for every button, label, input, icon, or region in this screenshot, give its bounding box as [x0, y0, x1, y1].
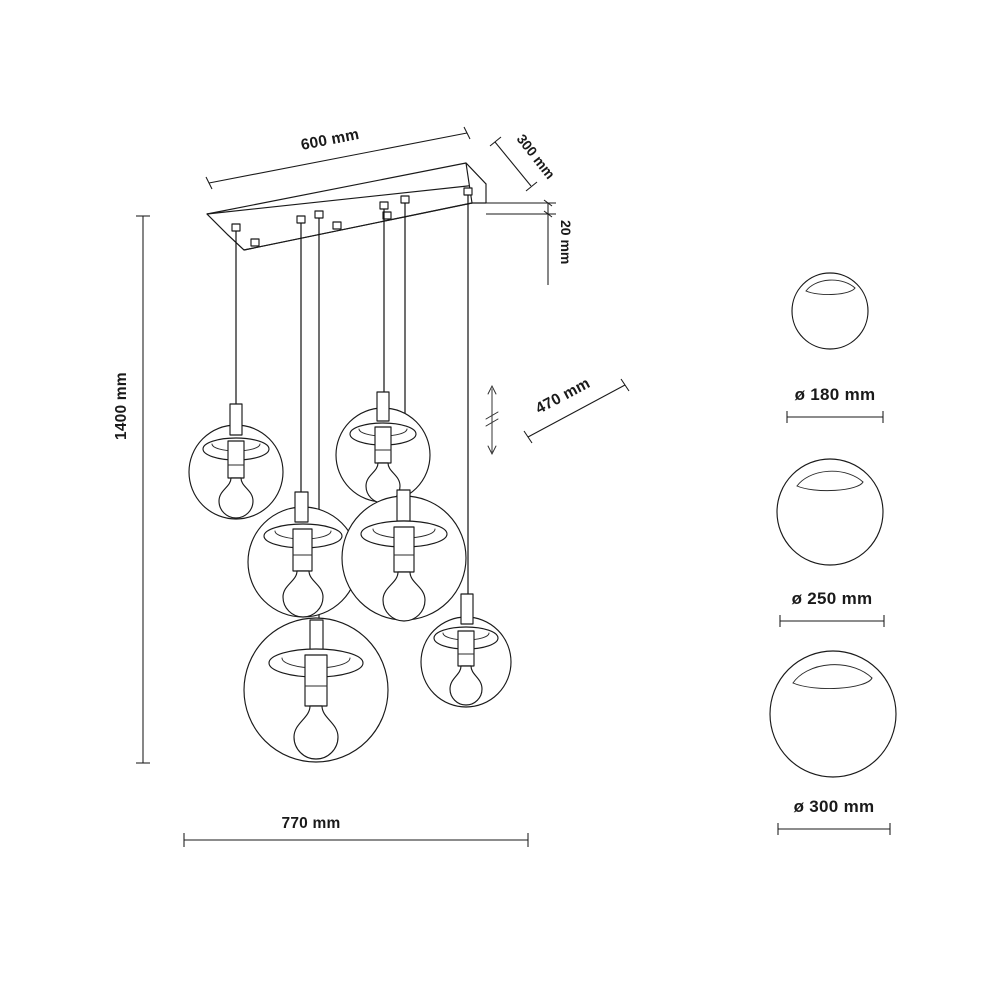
legend-dimension-180: [786, 411, 884, 423]
label-1400mm: 1400 mm: [113, 372, 130, 440]
globe-bottom-right: [420, 593, 512, 708]
label-globe-300: ø 300 mm: [794, 797, 875, 816]
label-470mm: 470 mm: [533, 375, 593, 418]
globe-top-right: [335, 391, 431, 504]
dimension-770mm: [183, 833, 529, 847]
dimension-1400mm: [136, 215, 150, 764]
dimension-600mm: [205, 126, 471, 190]
legend-dimension-250: [779, 615, 885, 627]
cable-adjust-indicator: [485, 378, 630, 456]
label-20mm: 20 mm: [558, 220, 574, 264]
globe-mid-right: [341, 489, 467, 622]
label-770mm: 770 mm: [282, 815, 341, 832]
legend-dimension-300: [777, 823, 891, 835]
label-globe-180: ø 180 mm: [795, 385, 876, 404]
legend-globe-250: [776, 458, 884, 566]
ceiling-canopy-plate: [206, 162, 487, 251]
label-600mm: 600 mm: [300, 126, 361, 154]
globe-top-left: [188, 403, 284, 520]
dimension-300mm: [489, 136, 538, 192]
dimension-20mm: [486, 199, 556, 285]
suspension-cables: [235, 195, 469, 620]
legend-globe-300: [769, 650, 897, 778]
globe-bottom-left: [243, 617, 389, 763]
label-300mm: 300 mm: [514, 131, 559, 182]
legend-globe-180: [791, 272, 869, 350]
globe-mid-left: [247, 491, 359, 618]
label-globe-250: ø 250 mm: [792, 589, 873, 608]
